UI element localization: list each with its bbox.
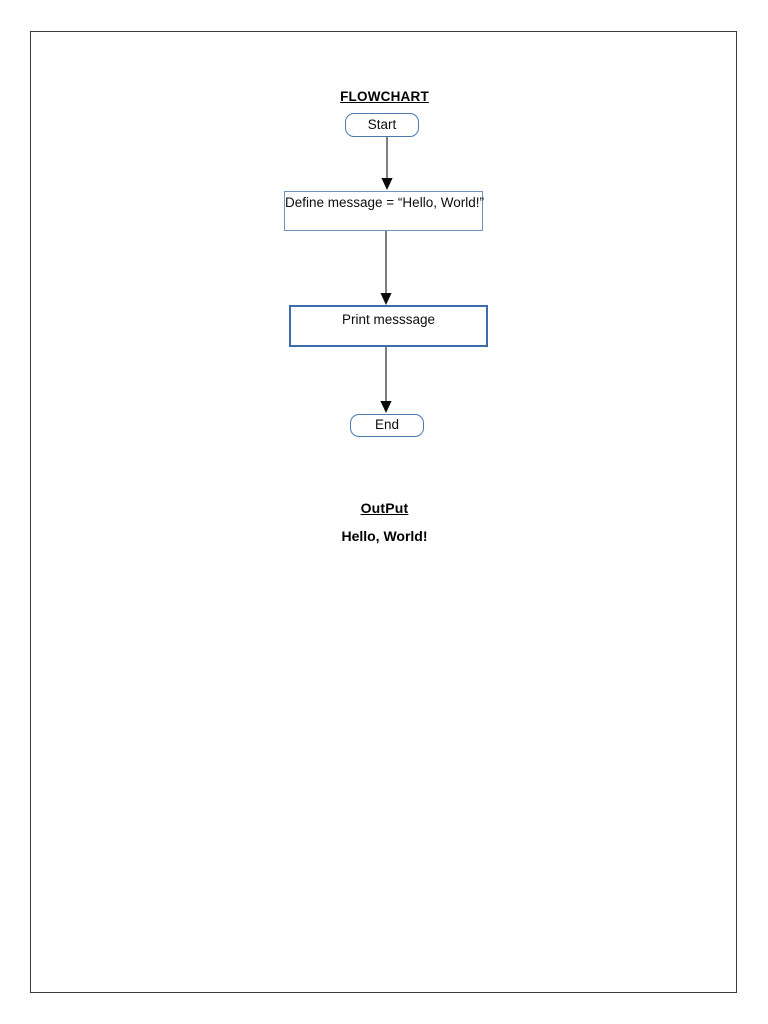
flow-node-end[interactable]: End	[350, 414, 424, 437]
flow-node-define-message-label: Define message = “Hello, World!”	[285, 195, 484, 210]
flow-node-start-label: Start	[367, 116, 397, 132]
flow-connector-define-to-print	[380, 231, 392, 305]
flow-connector-start-to-define	[381, 137, 393, 190]
arrowhead-down-icon	[380, 401, 392, 413]
output-heading: OutPut	[360, 500, 409, 516]
flow-node-define-message[interactable]: Define message = “Hello, World!”	[284, 191, 484, 231]
flow-node-print-message[interactable]: Print messsage	[289, 305, 488, 347]
flow-node-print-message-label: Print messsage	[341, 312, 436, 327]
arrowhead-down-icon	[381, 178, 393, 190]
document-page: FLOWCHART Start Define message = “Hello,…	[30, 31, 737, 993]
flowchart-title: FLOWCHART	[340, 89, 429, 104]
flow-node-start[interactable]: Start	[345, 113, 419, 137]
flowchart-canvas: FLOWCHART Start Define message = “Hello,…	[31, 32, 738, 994]
output-value-text: Hello, World!	[341, 528, 428, 544]
arrowhead-down-icon	[380, 293, 392, 305]
flow-node-end-label: End	[374, 417, 400, 433]
flow-connector-print-to-end	[380, 347, 392, 413]
